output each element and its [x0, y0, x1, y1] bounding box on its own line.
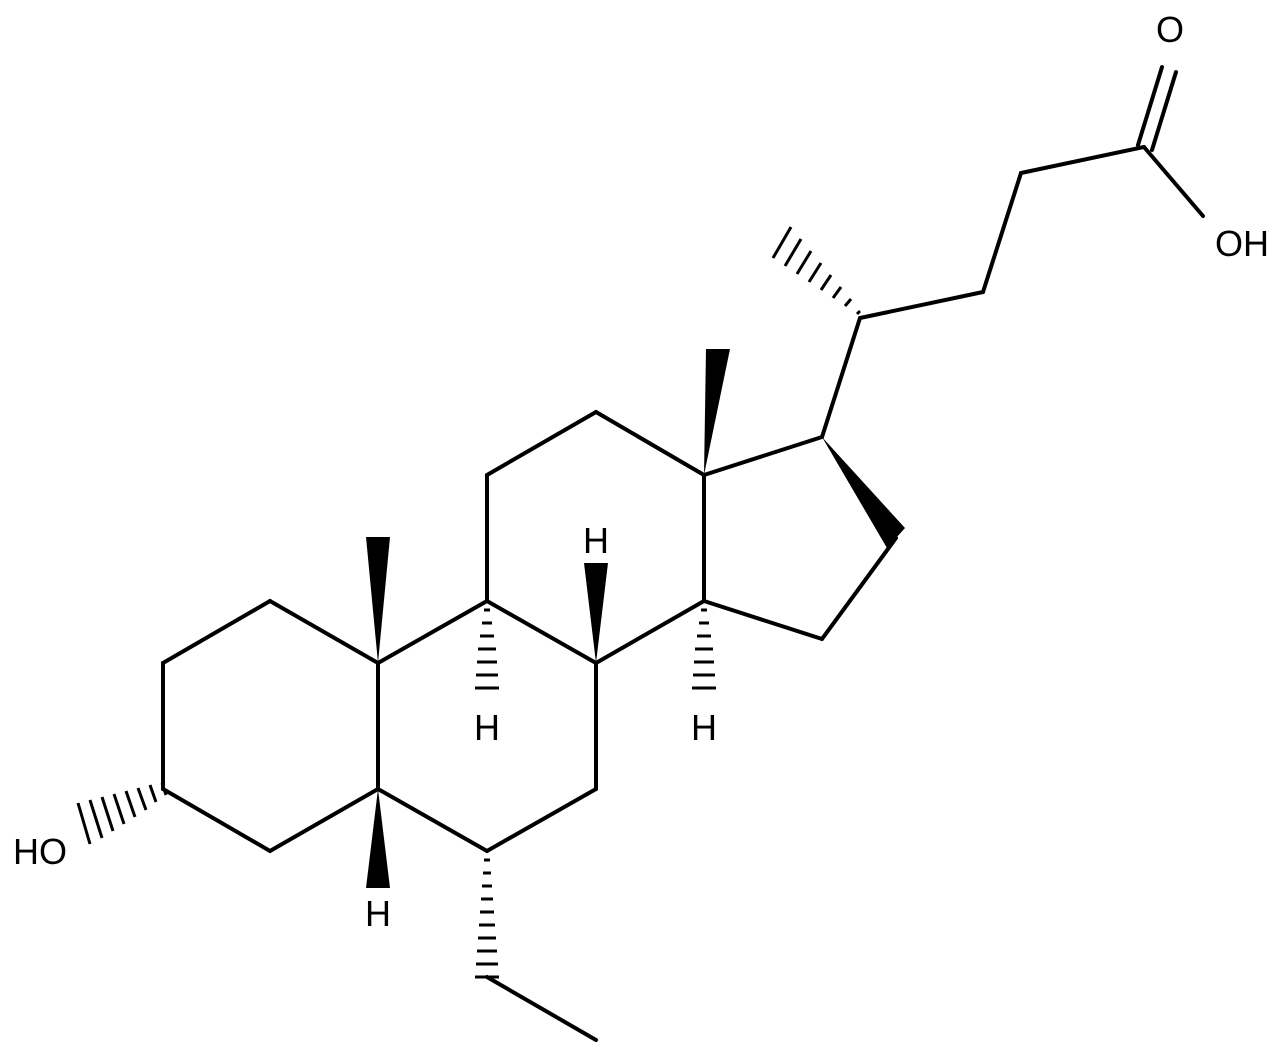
atom-h-5: H — [365, 893, 391, 934]
atom-labels: O OH HO H H H H — [13, 9, 1269, 934]
bond-c14-c8 — [594, 599, 706, 665]
bond-c16-c15 — [820, 536, 898, 641]
atom-h-9: H — [474, 707, 500, 748]
hash-c9-h — [475, 608, 499, 690]
wedge-c13-methyl — [704, 349, 730, 475]
bond-c10-c9 — [376, 599, 489, 665]
hash-c6-ethyl — [475, 858, 499, 979]
bond-c22-c23 — [981, 171, 1023, 294]
bond-c17-c20 — [820, 316, 862, 439]
atom-h-14: H — [691, 707, 717, 748]
hash-c20-methyl — [771, 226, 862, 316]
bond-c24-oh — [1142, 145, 1205, 218]
bond-c12-c13 — [594, 410, 706, 477]
hash-c3-oh — [76, 782, 168, 845]
wedge-c8-h — [584, 563, 608, 663]
bond-c20-c22 — [858, 290, 985, 320]
bond-c7-c6 — [485, 787, 598, 853]
atom-carbonyl-oxygen: O — [1156, 9, 1184, 50]
bond-c15-c14 — [702, 599, 824, 641]
wedge-c10-methyl — [366, 537, 390, 663]
hash-c14-h — [692, 608, 716, 690]
bond-c1-c2 — [161, 599, 272, 665]
wedge-bonds — [366, 349, 905, 888]
bond-c9-c8 — [485, 599, 598, 665]
bond-c6-c5 — [376, 787, 489, 853]
bond-c10-c1 — [268, 599, 380, 665]
hashed-bonds — [76, 226, 862, 979]
bond-ethyl — [485, 975, 598, 1042]
bond-c3-c4 — [161, 787, 272, 853]
bond-c23-c24 — [1019, 145, 1146, 175]
bond-c4-c5 — [268, 787, 380, 853]
bond-c13-c17 — [702, 435, 824, 477]
bond-c24-o-double-b — [1150, 70, 1178, 152]
wedge-c5-h — [366, 789, 390, 888]
atom-h-8: H — [583, 520, 609, 561]
bond-c24-o-double-a — [1136, 65, 1164, 147]
atom-hydroxyl-3: HO — [13, 831, 67, 872]
atom-hydroxyl-acid: OH — [1215, 223, 1269, 264]
wedge-c17-c16 — [822, 437, 905, 548]
bond-c11-c12 — [485, 410, 598, 477]
plain-bonds — [161, 65, 1205, 1042]
